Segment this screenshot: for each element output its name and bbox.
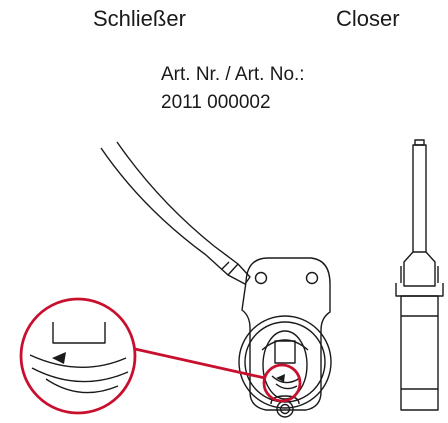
mounting-hole-left bbox=[254, 271, 268, 285]
article-number-value: 2011 000002 bbox=[161, 92, 271, 113]
arrow-detail-icon bbox=[52, 352, 66, 364]
detail-contents bbox=[29, 322, 129, 394]
title-english: Closer bbox=[336, 6, 400, 31]
magnifier-callout bbox=[19, 297, 302, 415]
window-detail bbox=[271, 375, 301, 390]
article-number-label: Art. Nr. / Art. No.: bbox=[161, 64, 305, 85]
bottom-screw bbox=[276, 400, 294, 418]
title-german: Schließer bbox=[93, 6, 186, 31]
closer-side-view bbox=[395, 139, 444, 411]
arrow-window-icon bbox=[276, 374, 285, 382]
closer-housing bbox=[238, 257, 332, 418]
cable bbox=[100, 141, 251, 285]
mounting-hole-right bbox=[305, 271, 319, 285]
